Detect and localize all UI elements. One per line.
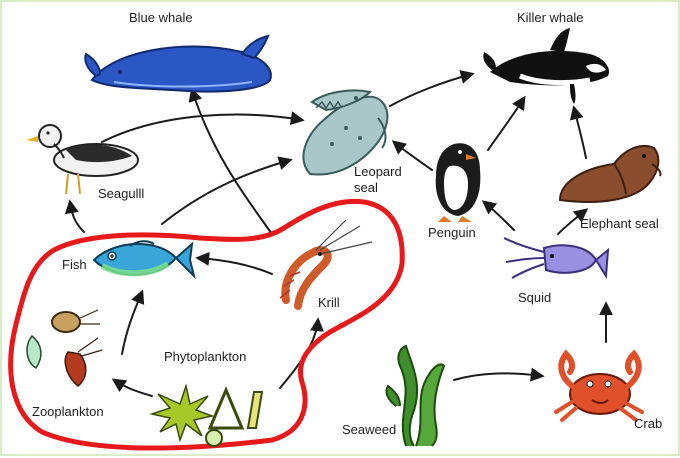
label-leopard-seal-2: seal <box>354 180 378 195</box>
killer-whale-icon <box>483 28 609 104</box>
label-squid: Squid <box>518 290 551 305</box>
arrow-leopard-seal-to-killer-whale <box>390 74 472 106</box>
arrow-zooplankton-to-fish <box>122 292 142 354</box>
phytoplankton-icon <box>152 386 262 446</box>
seagull-icon <box>26 125 138 194</box>
squid-icon <box>504 238 608 278</box>
label-elephant-seal: Elephant seal <box>580 216 659 231</box>
arrow-penguin-to-killer-whale <box>488 98 524 150</box>
label-crab: Crab <box>634 416 662 431</box>
arrow-squid-to-penguin <box>484 202 514 230</box>
arrow-phytoplankton-to-zooplankton <box>114 380 152 396</box>
label-seaweed: Seaweed <box>342 422 396 437</box>
label-fish: Fish <box>62 257 87 272</box>
zooplankton-icon <box>27 310 102 386</box>
label-krill: Krill <box>318 295 340 310</box>
label-zooplankton: Zooplankton <box>32 404 104 419</box>
arrow-krill-to-fish <box>198 258 272 274</box>
blue-whale-icon <box>85 36 271 92</box>
label-killer-whale: Killer whale <box>517 10 583 25</box>
fish-icon <box>94 241 194 276</box>
arrow-elephant-seal-to-killer-whale <box>574 108 586 158</box>
arrow-krill-to-blue-whale <box>192 90 272 234</box>
label-phytoplankton: Phytoplankton <box>164 349 246 364</box>
penguin-icon <box>436 143 481 222</box>
label-blue-whale: Blue whale <box>129 10 193 25</box>
leopard-seal-icon <box>303 90 387 174</box>
label-leopard-seal-1: Leopard <box>354 164 402 179</box>
label-seagull: Seagulll <box>98 186 144 201</box>
krill-icon <box>280 220 372 306</box>
arrow-fish-to-leopard-seal <box>162 160 290 224</box>
label-penguin: Penguin <box>428 225 476 240</box>
arrow-fish-to-seagull <box>70 202 84 232</box>
arrow-seaweed-to-crab <box>454 373 542 380</box>
crab-icon <box>556 354 642 420</box>
elephant-seal-icon <box>560 146 661 202</box>
